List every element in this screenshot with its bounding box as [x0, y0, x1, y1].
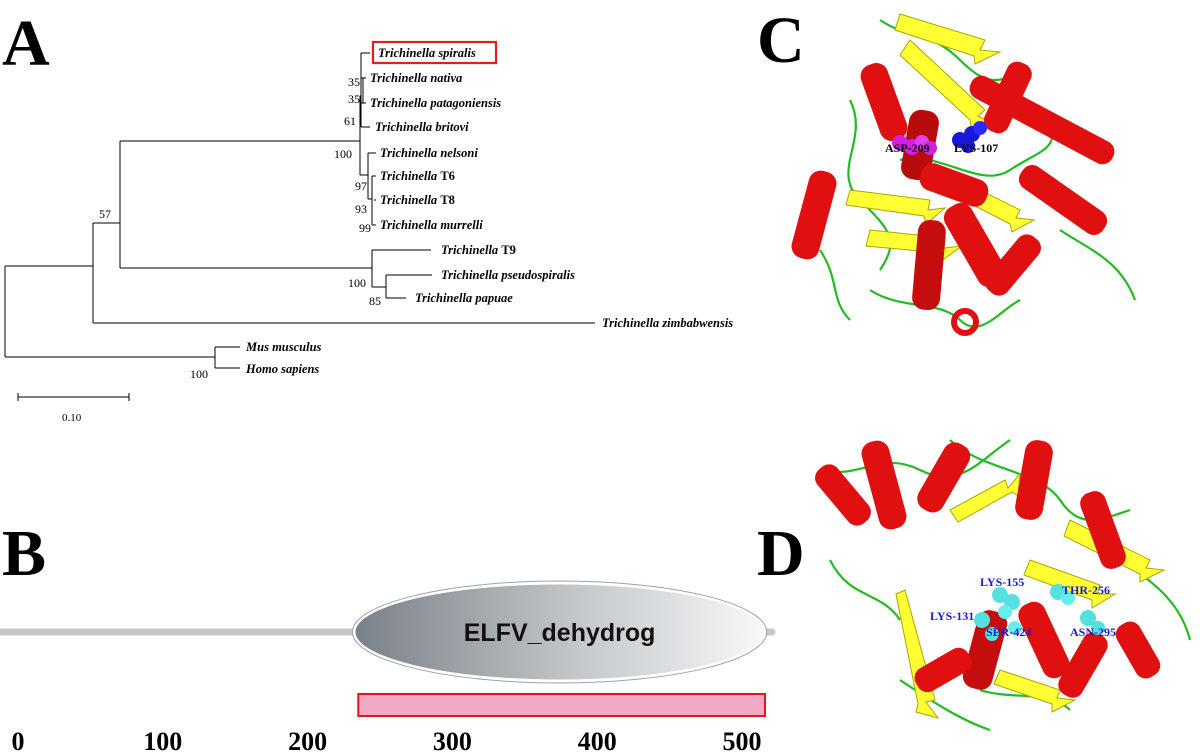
domain-ellipse-outline: [351, 580, 768, 684]
panel-label-a: A: [2, 7, 50, 80]
axis-tick-label: 500: [723, 727, 762, 753]
bootstrap-value: 100: [348, 276, 366, 290]
beta-sheets: [895, 472, 1166, 719]
axis-tick-label: 200: [288, 727, 327, 753]
axis-tick-label: 0: [12, 727, 25, 753]
active-site-residues-d: [974, 584, 1105, 641]
axis-tick-label: 100: [143, 727, 182, 753]
axis-tick-label: 400: [578, 727, 617, 753]
taxon-label: Trichinella T9: [441, 243, 516, 257]
taxon-label: Trichinella zimbabwensis: [602, 316, 733, 330]
residue-label: ASN-295: [1070, 625, 1116, 639]
residue-label: THR-256: [1062, 583, 1110, 597]
panel-label-d: D: [757, 517, 805, 590]
phylogenetic-tree: [4, 52, 595, 369]
scale-bar-label: 0.10: [62, 412, 82, 424]
bootstrap-value: 97: [355, 179, 367, 193]
protein-structure-c: ASP-209 LYS-107: [791, 13, 1137, 336]
residue-label: ASP-209: [885, 141, 930, 155]
residue-label: LYS-155: [980, 575, 1024, 589]
taxon-label: Trichinella patagoniensis: [370, 96, 501, 110]
domain-label: ELFV_dehydrog: [464, 619, 656, 647]
residue-label: LYS-131: [930, 609, 974, 623]
taxon-label: Trichinella T6: [380, 169, 455, 183]
domain-map: ELFV_dehydrog 0 100 200 300 400 500: [0, 580, 776, 753]
alpha-helices: [815, 440, 1161, 698]
panel-label-b: B: [2, 517, 46, 590]
taxon-label: Trichinella pseudospiralis: [441, 268, 575, 282]
domain-ellipse: [352, 581, 767, 683]
active-site-residues-c: [892, 121, 987, 155]
bootstrap-value: 57: [99, 207, 111, 221]
sequence-axis: 0 100 200 300 400 500: [12, 727, 762, 753]
bootstrap-value: 99: [359, 221, 371, 235]
residue-label: SER-424: [986, 625, 1031, 639]
bootstrap-value: 61: [344, 114, 356, 128]
taxon-label: Trichinella T8: [380, 193, 455, 207]
taxon-label: Trichinella nelsoni: [380, 146, 478, 160]
bootstrap-value: 100: [190, 367, 208, 381]
alpha-helices: [791, 61, 1115, 336]
scale-bar: [17, 393, 130, 401]
taxon-label: Mus musculus: [245, 340, 322, 354]
axis-tick-label: 300: [433, 727, 472, 753]
panel-label-c: C: [757, 4, 805, 77]
taxon-label: Trichinella murrelli: [380, 218, 483, 232]
taxon-label: Trichinella britovi: [375, 120, 469, 134]
taxon-label: Trichinella papuae: [415, 291, 513, 305]
taxon-label: Trichinella nativa: [370, 71, 462, 85]
taxon-label: Homo sapiens: [245, 362, 319, 376]
taxon-label: Trichinella spiralis: [378, 46, 476, 60]
bootstrap-value: 35: [348, 92, 360, 106]
domain-region-bar: [357, 693, 766, 717]
protein-structure-d: LYS-155 THR-256 LYS-131 SER-424 ASN-295: [815, 439, 1192, 732]
bootstrap-value: 35: [348, 75, 360, 89]
highlight-box: [371, 40, 498, 65]
bootstrap-value: 85: [369, 294, 381, 308]
bootstrap-value: 100: [334, 147, 352, 161]
residue-label: LYS-107: [954, 141, 998, 155]
bootstrap-value: 93: [355, 202, 367, 216]
